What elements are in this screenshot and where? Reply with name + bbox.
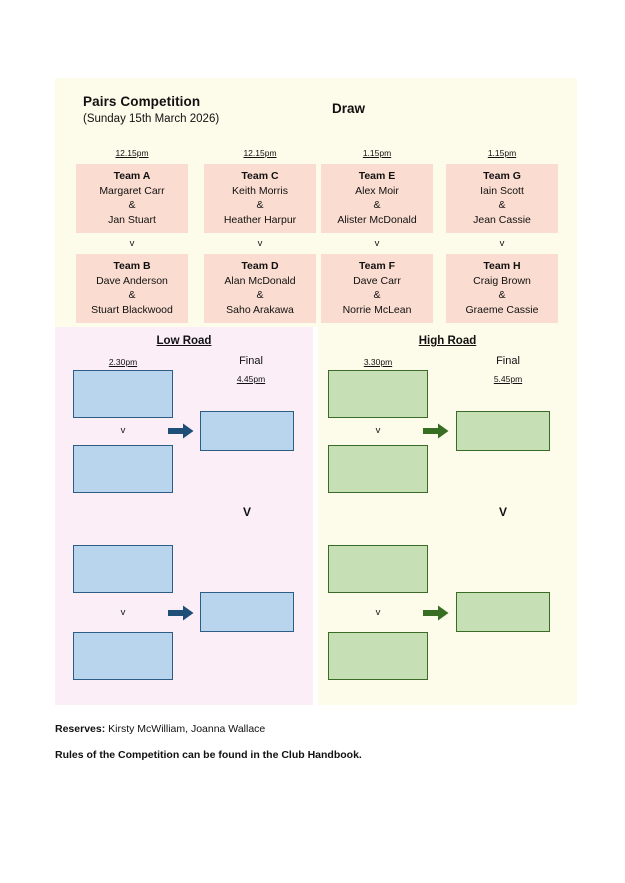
ampersand: & xyxy=(128,289,136,301)
team-box-h[interactable]: Team H Craig Brown & Graeme Cassie xyxy=(446,254,558,323)
low-road-semi-slot-3[interactable] xyxy=(73,545,173,593)
rules-note: Rules of the Competition can be found in… xyxy=(55,749,362,761)
low-road-final-slot-2[interactable] xyxy=(200,592,294,632)
player-name: Craig Brown xyxy=(473,274,531,287)
low-road-semi-slot-4[interactable] xyxy=(73,632,173,680)
versus-label: v xyxy=(120,607,126,618)
match-time: 1.15pm xyxy=(362,148,392,158)
team-label: Team D xyxy=(241,260,279,272)
high-road-final-time: 5.45pm xyxy=(493,374,523,384)
page-title: Pairs Competition xyxy=(83,94,201,109)
first-round-match-2: 12.15pm Team C Keith Morris & Heather Ha… xyxy=(204,148,316,323)
player-name: Alex Moir xyxy=(355,184,399,197)
team-label: Team G xyxy=(483,170,521,182)
team-box-b[interactable]: Team B Dave Anderson & Stuart Blackwood xyxy=(76,254,188,323)
team-label: Team H xyxy=(483,260,521,272)
arrow-right-icon xyxy=(168,605,194,621)
versus-label: v xyxy=(374,238,380,249)
low-road-semi-slot-1[interactable] xyxy=(73,370,173,418)
first-round-match-4: 1.15pm Team G Iain Scott & Jean Cassie v… xyxy=(446,148,558,323)
team-label: Team C xyxy=(241,170,279,182)
team-box-g[interactable]: Team G Iain Scott & Jean Cassie xyxy=(446,164,558,233)
ampersand: & xyxy=(256,199,264,211)
footer: Reserves: Kirsty McWilliam, Joanna Walla… xyxy=(55,722,575,774)
high-road-title: High Road xyxy=(418,335,477,347)
ampersand: & xyxy=(373,289,381,301)
versus-label: v xyxy=(257,238,263,249)
player-name: Saho Arakawa xyxy=(226,303,294,316)
high-road-bracket-panel: High Road 3.30pm Final 5.45pm v V v xyxy=(318,327,577,705)
player-name: Keith Morris xyxy=(231,184,288,197)
player-name: Dave Carr xyxy=(353,274,401,287)
first-round-match-3: 1.15pm Team E Alex Moir & Alister McDona… xyxy=(321,148,433,323)
player-name: Iain Scott xyxy=(480,184,524,197)
player-name: Stuart Blackwood xyxy=(91,303,173,316)
reserves-label: Reserves: xyxy=(55,723,106,735)
high-road-semi-slot-3[interactable] xyxy=(328,545,428,593)
player-name: Norrie McLean xyxy=(342,303,412,316)
versus-label: v xyxy=(120,425,126,436)
ampersand: & xyxy=(498,199,506,211)
versus-label: v xyxy=(129,238,135,249)
high-road-semi-time: 3.30pm xyxy=(363,357,393,367)
player-name: Graeme Cassie xyxy=(465,303,539,316)
competition-date: (Sunday 15th March 2026) xyxy=(83,113,220,125)
arrow-right-icon xyxy=(423,423,449,439)
reserves-names: Kirsty McWilliam, Joanna Wallace xyxy=(105,723,266,735)
title-block: Pairs Competition (Sunday 15th March 202… xyxy=(83,93,219,127)
match-time: 12.15pm xyxy=(243,148,277,158)
low-road-final-label: Final xyxy=(239,355,263,367)
draw-label: Draw xyxy=(332,101,366,116)
low-road-final-versus: V xyxy=(242,505,251,519)
player-name: Margaret Carr xyxy=(99,184,165,197)
team-box-d[interactable]: Team D Alan McDonald & Saho Arakawa xyxy=(204,254,316,323)
high-road-semi-slot-4[interactable] xyxy=(328,632,428,680)
low-road-semi-time: 2.30pm xyxy=(108,357,138,367)
first-round-match-1: 12.15pm Team A Margaret Carr & Jan Stuar… xyxy=(76,148,188,323)
low-road-final-time: 4.45pm xyxy=(236,374,266,384)
team-label: Team B xyxy=(113,260,151,272)
team-label: Team A xyxy=(113,170,151,182)
high-road-semi-slot-1[interactable] xyxy=(328,370,428,418)
versus-label: v xyxy=(499,238,505,249)
team-label: Team F xyxy=(359,260,395,272)
arrow-right-icon xyxy=(423,605,449,621)
versus-label: v xyxy=(375,607,381,618)
team-box-f[interactable]: Team F Dave Carr & Norrie McLean xyxy=(321,254,433,323)
player-name: Alister McDonald xyxy=(337,213,417,226)
team-box-c[interactable]: Team C Keith Morris & Heather Harpur xyxy=(204,164,316,233)
low-road-title: Low Road xyxy=(156,335,212,347)
ampersand: & xyxy=(128,199,136,211)
ampersand: & xyxy=(498,289,506,301)
team-box-e[interactable]: Team E Alex Moir & Alister McDonald xyxy=(321,164,433,233)
player-name: Heather Harpur xyxy=(223,213,297,226)
team-box-a[interactable]: Team A Margaret Carr & Jan Stuart xyxy=(76,164,188,233)
low-road-bracket-panel: Low Road 2.30pm Final 4.45pm v V v xyxy=(55,327,313,705)
team-label: Team E xyxy=(358,170,396,182)
high-road-final-versus: V xyxy=(498,505,507,519)
match-time: 12.15pm xyxy=(115,148,149,158)
arrow-right-icon xyxy=(168,423,194,439)
player-name: Jan Stuart xyxy=(108,213,156,226)
high-road-semi-slot-2[interactable] xyxy=(328,445,428,493)
reserves-line: Reserves: Kirsty McWilliam, Joanna Walla… xyxy=(55,722,575,737)
match-time: 1.15pm xyxy=(487,148,517,158)
player-name: Dave Anderson xyxy=(96,274,168,287)
ampersand: & xyxy=(256,289,264,301)
versus-label: v xyxy=(375,425,381,436)
ampersand: & xyxy=(373,199,381,211)
low-road-final-slot-1[interactable] xyxy=(200,411,294,451)
high-road-final-label: Final xyxy=(496,355,520,367)
low-road-semi-slot-2[interactable] xyxy=(73,445,173,493)
draw-header-panel: Pairs Competition (Sunday 15th March 202… xyxy=(55,78,577,327)
high-road-final-slot-1[interactable] xyxy=(456,411,550,451)
high-road-final-slot-2[interactable] xyxy=(456,592,550,632)
player-name: Alan McDonald xyxy=(224,274,296,287)
player-name: Jean Cassie xyxy=(473,213,531,226)
